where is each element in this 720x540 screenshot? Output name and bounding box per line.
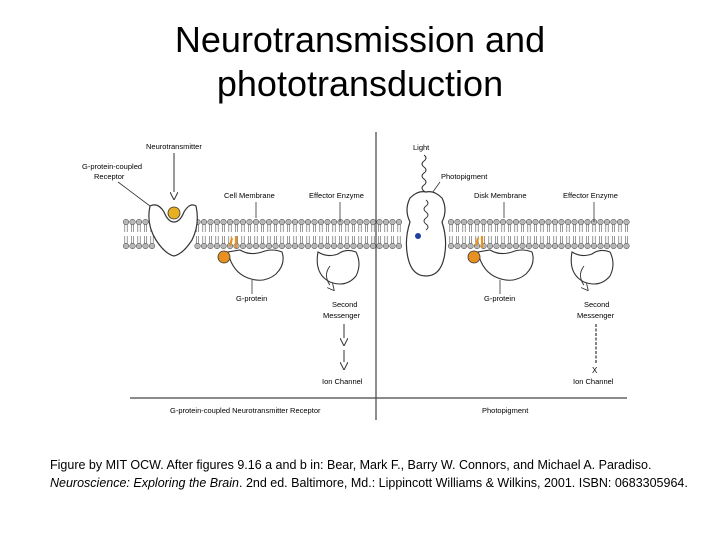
gdp-ball-left bbox=[217, 250, 231, 264]
effector-enzyme-left bbox=[316, 249, 360, 285]
figure-caption: Figure by MIT OCW. After figures 9.16 a … bbox=[50, 456, 690, 492]
gprotein-subunits-right bbox=[477, 249, 534, 281]
left-panel-caption: G-protein-coupled Neurotransmitter Recep… bbox=[170, 406, 321, 415]
ion-channel-label-right: Ion Channel bbox=[573, 377, 614, 386]
photopigment-protein bbox=[405, 191, 447, 277]
receptor-pointer bbox=[117, 181, 151, 207]
caption-text-1: Figure by MIT OCW. After figures 9.16 a … bbox=[50, 458, 652, 472]
second-messenger-right-line2: Messenger bbox=[577, 311, 615, 320]
title-line-1: Neurotransmission and bbox=[174, 19, 546, 60]
right-panel: Light Photopigment Disk Membrane Effecto… bbox=[405, 143, 618, 415]
second-messenger-right-line1: Second bbox=[584, 300, 609, 309]
gprotein-anchor-left bbox=[228, 236, 238, 248]
gprotein-subunits-left bbox=[227, 249, 284, 281]
gprotein-anchor-right bbox=[474, 236, 484, 248]
photopigment-light-path bbox=[423, 199, 429, 231]
left-panel: Neurotransmitter G-protein-coupled Recep… bbox=[82, 142, 364, 415]
gprotein-label-right: G-protein bbox=[484, 294, 515, 303]
caption-book-title: Neuroscience: Exploring the Brain bbox=[50, 476, 239, 490]
receptor-protein bbox=[148, 204, 198, 257]
blocked-x-mark: X bbox=[592, 366, 598, 375]
title-line-2: phototransduction bbox=[216, 63, 504, 104]
enzyme-curl-arrow-right bbox=[580, 265, 586, 288]
second-messenger-left-line1: Second bbox=[332, 300, 357, 309]
enzyme-curl-arrow-left bbox=[326, 265, 332, 288]
light-label: Light bbox=[413, 143, 430, 152]
receptor-label-line2: Receptor bbox=[94, 172, 125, 181]
gprotein-label-left: G-protein bbox=[236, 294, 267, 303]
cell-membrane-label: Cell Membrane bbox=[224, 191, 275, 200]
caption-text-2: . 2nd ed. Baltimore, Md.: Lippincott Wil… bbox=[239, 476, 688, 490]
ion-channel-label-left: Ion Channel bbox=[322, 377, 363, 386]
effector-enzyme-right bbox=[570, 249, 614, 285]
photopigment-label: Photopigment bbox=[441, 172, 488, 181]
slide-title: Neurotransmission and phototransduction bbox=[0, 18, 720, 106]
effector-enzyme-label-right: Effector Enzyme bbox=[563, 191, 618, 200]
neurotransmitter-label: Neurotransmitter bbox=[146, 142, 202, 151]
second-messenger-left-line2: Messenger bbox=[323, 311, 361, 320]
receptor-label-line1: G-protein-coupled bbox=[82, 162, 142, 171]
neurotransmitter-ligand bbox=[167, 206, 181, 220]
retinal-chromophore bbox=[415, 233, 421, 239]
effector-enzyme-label-left: Effector Enzyme bbox=[309, 191, 364, 200]
right-panel-caption: Photopigment bbox=[482, 406, 529, 415]
disk-membrane-label: Disk Membrane bbox=[474, 191, 527, 200]
gdp-ball-right bbox=[467, 250, 481, 264]
